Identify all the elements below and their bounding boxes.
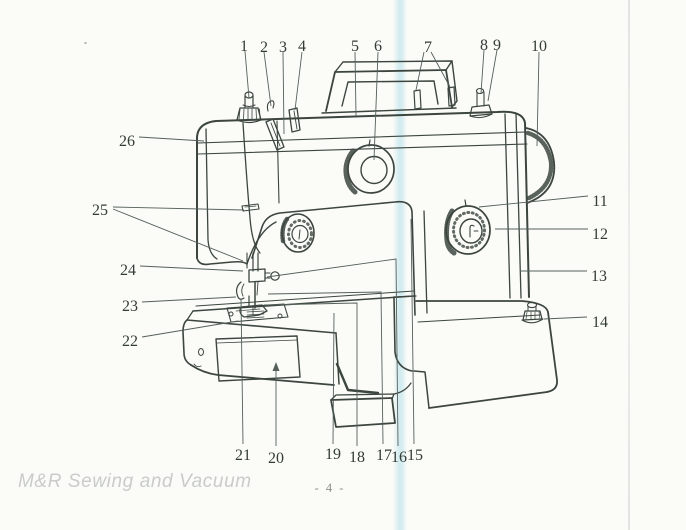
leader-line-14 xyxy=(543,316,588,320)
callout-16: 16 xyxy=(391,449,407,466)
leader-line-16 xyxy=(266,258,399,447)
callout-7: 7 xyxy=(424,39,432,56)
callout-12: 12 xyxy=(592,226,608,243)
needle-assembly-icon xyxy=(235,252,280,309)
leader-line-11 xyxy=(478,195,589,208)
leader-line-10 xyxy=(536,51,540,147)
leader-line-22 xyxy=(141,320,239,338)
callout-21: 21 xyxy=(235,447,251,464)
callout-19: 19 xyxy=(325,446,341,463)
callout-18: 18 xyxy=(349,449,365,466)
bobbin-cover-plate-icon xyxy=(215,335,301,382)
leader-line-3 xyxy=(282,51,285,135)
callout-2: 2 xyxy=(260,39,268,56)
leader-line-26 xyxy=(138,136,205,142)
leader-line-25 xyxy=(112,206,245,211)
machine-body xyxy=(196,110,530,316)
machine-base xyxy=(393,295,558,409)
callout-5: 5 xyxy=(351,38,359,55)
leader-line-5 xyxy=(354,51,357,117)
take-up-lever-icon xyxy=(265,100,285,151)
face-thread-slot-icon xyxy=(241,203,260,212)
leader-line-19 xyxy=(332,312,335,445)
callout-15: 15 xyxy=(407,447,423,464)
callout-6: 6 xyxy=(374,38,382,55)
leader-line-7 xyxy=(415,51,425,91)
callout-17: 17 xyxy=(376,447,392,464)
callout-9: 9 xyxy=(493,37,501,54)
callout-10: 10 xyxy=(531,38,547,55)
leader-line-6 xyxy=(373,51,379,161)
leader-line-24 xyxy=(139,265,244,272)
leader-line-18 xyxy=(263,302,358,446)
base-knob-icon xyxy=(521,301,544,324)
leader-arrow-20 xyxy=(272,362,280,371)
callout-4: 4 xyxy=(298,38,306,55)
bobbin-winder-pin-icon xyxy=(469,87,493,119)
callout-24: 24 xyxy=(120,262,136,279)
leader-line-23 xyxy=(141,296,237,303)
page-number: - 4 - xyxy=(314,481,346,495)
leader-line-21 xyxy=(240,298,244,445)
callout-20: 20 xyxy=(268,450,284,467)
leader-line-1 xyxy=(244,50,250,99)
callout-13: 13 xyxy=(591,268,607,285)
leader-line-17 xyxy=(267,291,384,445)
tension-dial-icon xyxy=(280,213,315,253)
callout-8: 8 xyxy=(480,37,488,54)
leader-line-7 xyxy=(430,51,451,88)
footer-brand: M&R Sewing and Vacuum xyxy=(18,471,252,492)
stitch-width-dial-icon xyxy=(343,139,395,195)
callout-11: 11 xyxy=(592,193,607,210)
callout-25: 25 xyxy=(92,202,108,219)
pattern-selector-dial-icon xyxy=(444,199,491,256)
leader-line-9 xyxy=(487,49,498,102)
leader-line-25 xyxy=(112,208,244,262)
callout-26: 26 xyxy=(119,133,135,150)
callout-23: 23 xyxy=(122,298,138,315)
callout-3: 3 xyxy=(279,39,287,56)
leader-line-4 xyxy=(294,51,303,111)
leader-line-8 xyxy=(480,49,485,94)
thread-guide-icon xyxy=(288,107,301,133)
callout-22: 22 xyxy=(122,333,138,350)
free-arm-cutout xyxy=(330,296,413,428)
hand-wheel-icon xyxy=(525,127,556,204)
machine-line-art xyxy=(182,60,558,428)
callout-1: 1 xyxy=(240,38,248,55)
leader-line-2 xyxy=(263,51,272,107)
callout-14: 14 xyxy=(592,314,608,331)
carrying-handle-icon xyxy=(321,60,458,114)
leader-line-15 xyxy=(410,218,415,445)
spool-pin-icon xyxy=(236,91,262,124)
scan-speck xyxy=(84,42,87,44)
